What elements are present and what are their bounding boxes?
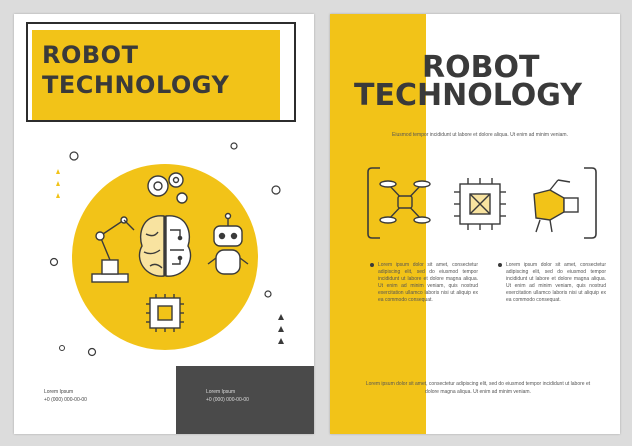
gears-icon — [147, 172, 188, 204]
page-title: ROBOT TECHNOLOGY — [42, 40, 229, 100]
bullet-icon — [370, 263, 374, 267]
title-box — [32, 30, 280, 122]
text-column-1: Lorem ipsum dolor sit amet, consectetur … — [370, 262, 478, 304]
text-column-2-body: Lorem ipsum dolor sit amet, consectetur … — [506, 262, 606, 303]
robot-arm-icon — [91, 216, 135, 283]
contact-block: Lorem Ipsum +0 (000) 000-00-00 — [176, 366, 314, 434]
contact-block-name: Lorem Ipsum — [206, 389, 236, 395]
contact-block-phone: +0 (000) 000-00-00 — [206, 397, 249, 403]
brain-circuit-icon — [138, 215, 192, 277]
robot-hand-icon — [533, 179, 579, 233]
text-column-1-body: Lorem ipsum dolor sit amet, consectetur … — [378, 262, 478, 303]
contact-info: Lorem Ipsum +0 (000) 000-00-00 — [44, 388, 87, 404]
icon-strip — [367, 167, 597, 239]
inner-page-title: ROBOT TECHNOLOGY — [354, 50, 620, 113]
illustration-icons — [91, 172, 249, 332]
brochure-inner-page: ROBOT TECHNOLOGY Eiusmod tempor incididu… — [330, 14, 620, 434]
drone-icon — [379, 180, 431, 224]
inner-title-line-1: ROBOT — [422, 50, 540, 85]
decorative-shapes — [49, 142, 284, 357]
inner-title-line-2: TECHNOLOGY — [354, 78, 582, 113]
microchip-icon — [146, 294, 184, 332]
bullet-icon — [498, 263, 502, 267]
contact-name: Lorem Ipsum — [44, 389, 74, 395]
brochure-front-page: ROBOT TECHNOLOGY — [14, 14, 314, 434]
inner-subtitle: Eiusmod tempor incididunt ut labore et d… — [392, 132, 568, 138]
robot-icon — [207, 212, 249, 275]
contact-block-text: Lorem Ipsum +0 (000) 000-00-00 — [206, 388, 249, 404]
microchip-icon — [454, 178, 506, 230]
contact-phone: +0 (000) 000-00-00 — [44, 397, 87, 403]
footer-paragraph: Lorem ipsum dolor sit amet, consectetur … — [365, 381, 591, 395]
title-line-2: TECHNOLOGY — [42, 71, 230, 99]
title-frame — [26, 22, 296, 122]
yellow-band — [330, 14, 426, 434]
text-column-2: Lorem ipsum dolor sit amet, consectetur … — [498, 262, 606, 304]
title-line-1: ROBOT — [42, 41, 139, 69]
